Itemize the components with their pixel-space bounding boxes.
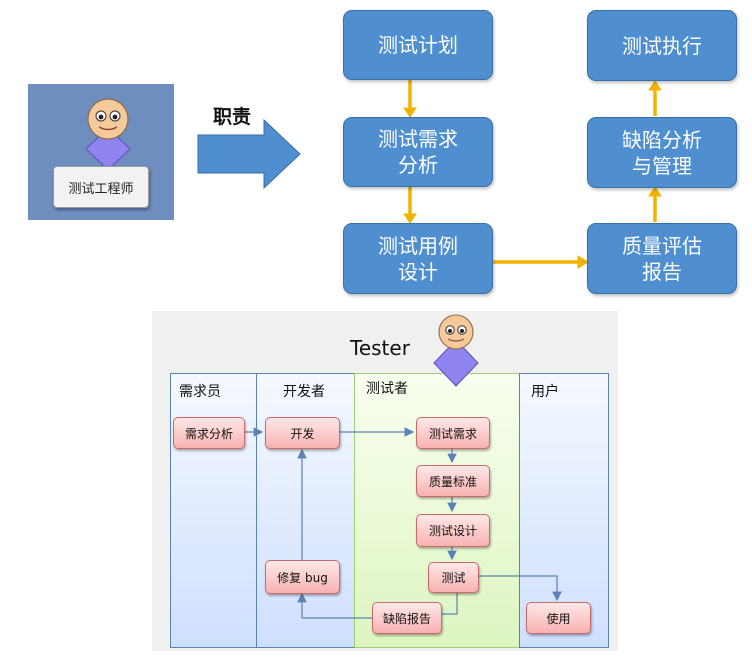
test-execution-box: 测试执行 xyxy=(587,10,737,81)
defect-management-box: 缺陷分析 与管理 xyxy=(587,117,737,188)
node-defect-report: 缺陷报告 xyxy=(372,602,442,634)
tester-avatar-icon xyxy=(433,314,479,387)
node-develop: 开发 xyxy=(265,417,340,449)
node-use: 使用 xyxy=(526,602,591,634)
test-plan-box: 测试计划 xyxy=(343,10,493,80)
test-requirements-box: 测试需求 分析 xyxy=(343,117,493,187)
engineer-badge: 测试工程师 xyxy=(53,166,149,208)
quality-report-box: 质量评估 报告 xyxy=(587,223,737,294)
node-fix-bug: 修复 bug xyxy=(265,560,340,594)
tester-title: Tester xyxy=(350,336,410,360)
process-connectors xyxy=(403,79,662,269)
node-test: 测试 xyxy=(428,562,479,593)
duty-arrow-icon xyxy=(197,118,301,190)
node-test-requirements: 测试需求 xyxy=(416,417,490,449)
node-requirement-analysis: 需求分析 xyxy=(173,417,245,449)
lane-label-requirements: 需求员 xyxy=(179,384,221,400)
node-quality-standard: 质量标准 xyxy=(416,465,490,497)
duty-label: 职责 xyxy=(213,106,252,128)
test-case-design-box: 测试用例 设计 xyxy=(343,223,493,294)
lane-label-user: 用户 xyxy=(531,384,559,400)
lane-label-tester: 测试者 xyxy=(366,381,408,397)
node-test-design: 测试设计 xyxy=(416,514,490,547)
lane-label-developer: 开发者 xyxy=(283,384,325,400)
